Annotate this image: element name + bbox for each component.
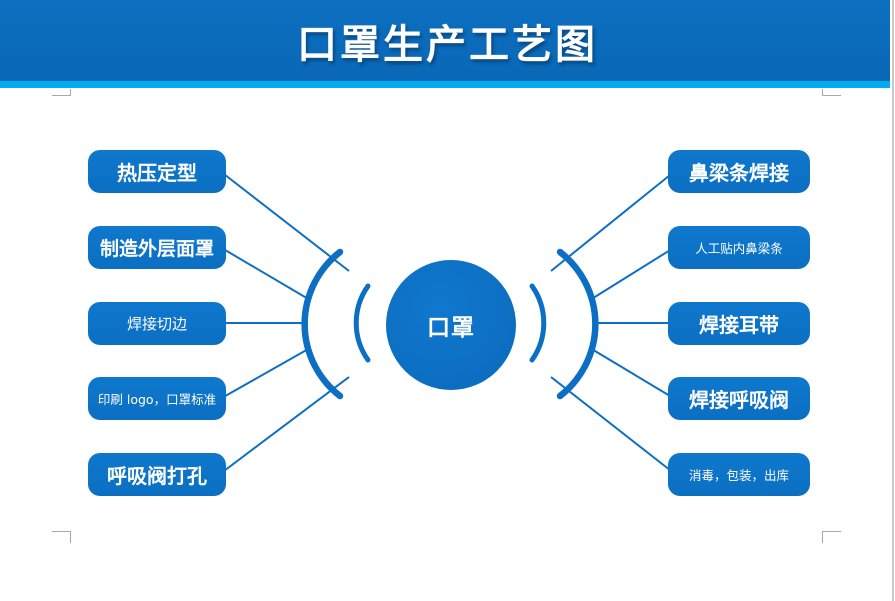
connector-line-right-4	[589, 347, 676, 400]
center-node-label: 口罩	[427, 315, 475, 341]
arc-inner-right	[529, 283, 547, 363]
connector-line-left-4	[219, 347, 311, 400]
process-node-left-2[interactable]: 制造外层面罩	[88, 226, 226, 269]
process-node-label: 印刷 logo，口罩标准	[97, 392, 217, 407]
process-node-right-1[interactable]: 鼻梁条焊接	[668, 150, 810, 193]
process-node-label: 焊接耳带	[699, 313, 779, 337]
process-node-label: 焊接呼吸阀	[689, 388, 789, 412]
connector-line-left-5	[219, 376, 350, 475]
process-node-right-3[interactable]: 焊接耳带	[668, 302, 810, 345]
center-node-mask[interactable]: 口罩	[386, 260, 516, 390]
margin-mark-top-left	[52, 89, 71, 96]
process-node-label: 呼吸阀打孔	[107, 464, 207, 488]
process-node-right-2[interactable]: 人工贴内鼻梁条	[668, 226, 810, 269]
process-node-right-5[interactable]: 消毒，包装，出库	[668, 453, 810, 496]
arc-inner-left	[353, 283, 371, 363]
process-node-label: 制造外层面罩	[99, 238, 214, 260]
process-node-label: 人工贴内鼻梁条	[695, 241, 783, 256]
process-node-label: 鼻梁条焊接	[689, 161, 789, 185]
header-accent-strip	[0, 81, 895, 88]
connector-line-right-5	[550, 376, 676, 475]
margin-mark-bottom-right	[822, 531, 841, 543]
process-node-label: 消毒，包装，出库	[688, 468, 789, 483]
connector-line-left-1	[219, 170, 350, 272]
process-node-left-4[interactable]: 印刷 logo，口罩标准	[88, 377, 226, 420]
header-bar: 口罩生产工艺图	[0, 0, 895, 81]
process-node-left-1[interactable]: 热压定型	[88, 150, 226, 193]
page-title: 口罩生产工艺图	[297, 21, 598, 68]
process-node-left-5[interactable]: 呼吸阀打孔	[88, 453, 226, 496]
window-edge-line	[892, 0, 894, 601]
process-node-left-3[interactable]: 焊接切边	[88, 302, 226, 345]
connector-line-left-2	[219, 246, 311, 301]
connector-line-right-2	[589, 246, 676, 301]
margin-mark-bottom-left	[52, 531, 71, 543]
process-node-right-4[interactable]: 焊接呼吸阀	[668, 377, 810, 420]
process-node-label: 焊接切边	[126, 315, 187, 333]
process-node-label: 热压定型	[117, 161, 197, 185]
arc-outer-right	[556, 248, 599, 400]
margin-mark-top-right	[822, 89, 841, 96]
arc-outer-left	[301, 248, 344, 400]
connector-line-right-1	[550, 170, 676, 272]
